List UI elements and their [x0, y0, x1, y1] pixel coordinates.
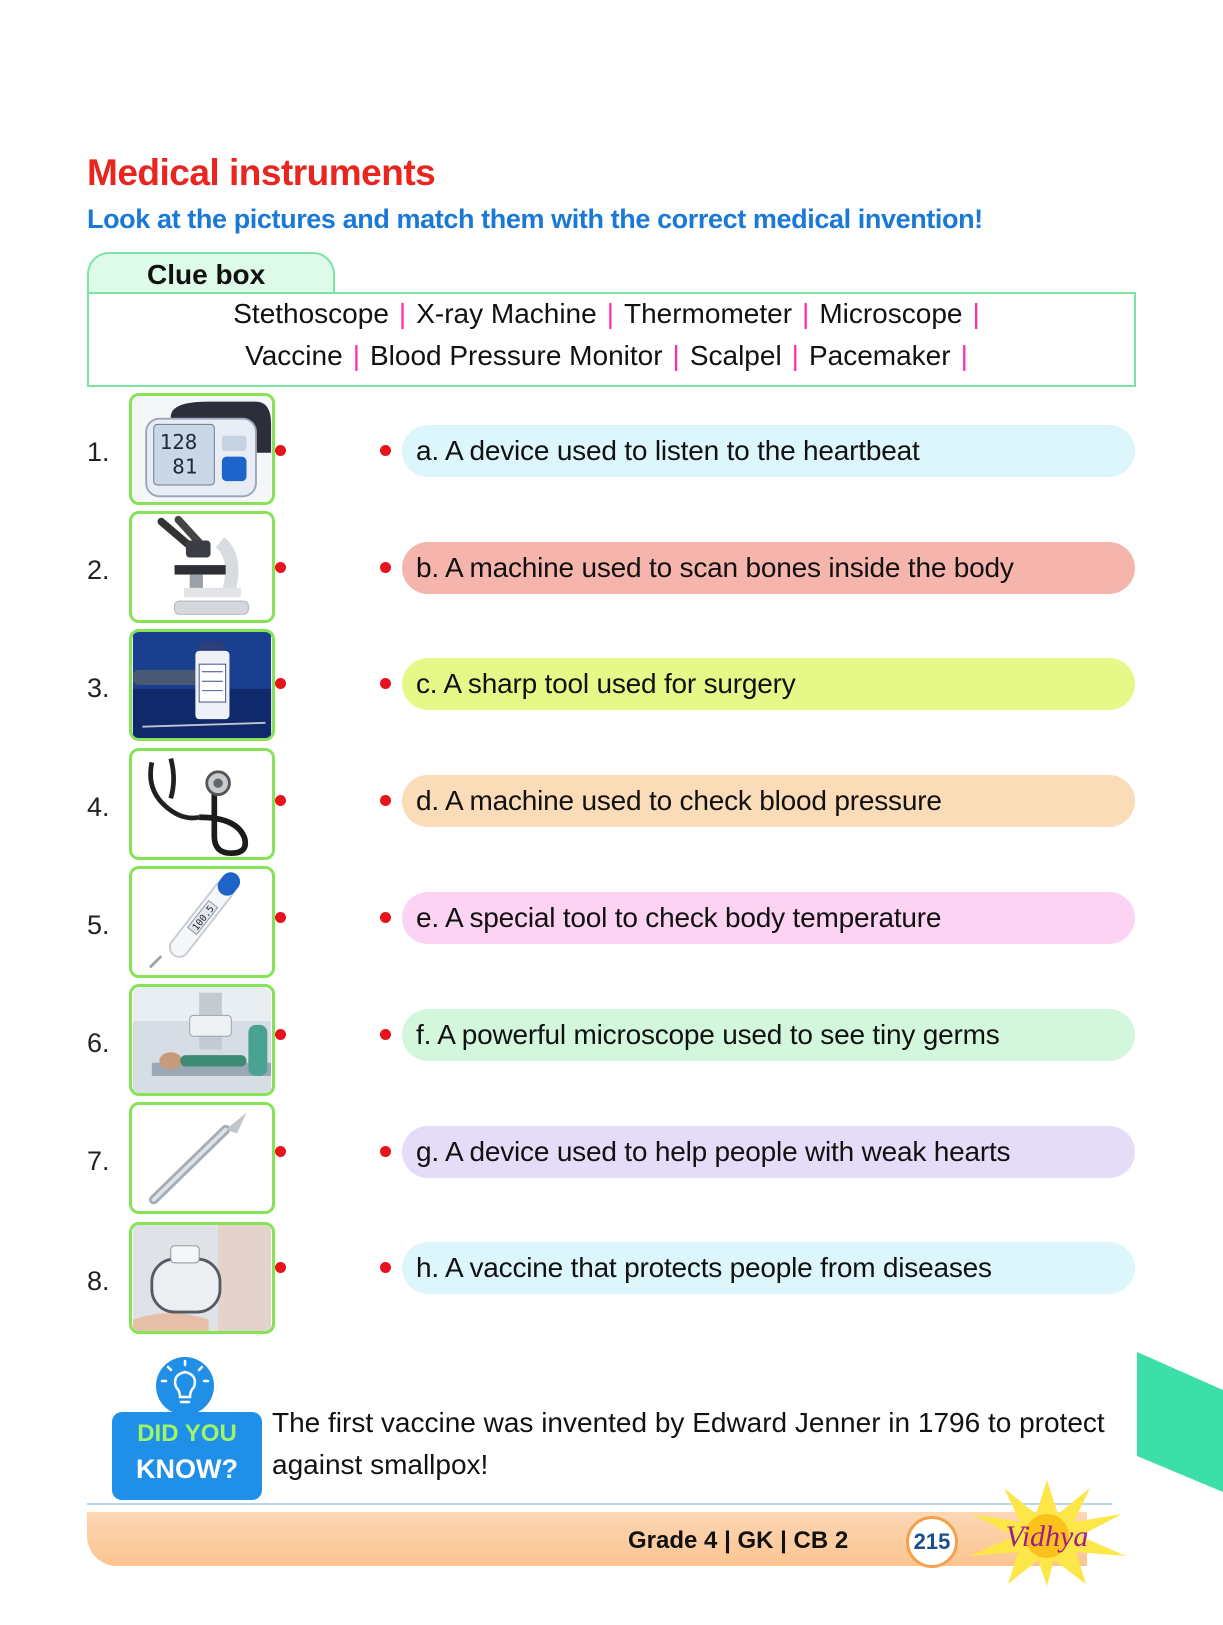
vidhya-logo-icon: Vidhya [970, 1480, 1126, 1586]
did-you-know-line1: DID YOU [137, 1420, 237, 1447]
clue-word: Pacemaker [808, 340, 951, 371]
clue-word: Vaccine [245, 340, 343, 371]
description-pill: f. A powerful microscope used to see tin… [402, 1009, 1135, 1061]
page-number: 215 [906, 1516, 958, 1568]
match-dot-right[interactable] [380, 912, 391, 923]
page-title: Medical instruments [87, 152, 436, 193]
microscope-picture [129, 511, 275, 623]
clue-box-label: Clue box [147, 259, 266, 290]
pacemaker-picture [129, 1222, 275, 1334]
match-dot-left[interactable] [275, 1262, 286, 1273]
description-pill: d. A machine used to check blood pressur… [402, 775, 1135, 827]
item-number: 2. [87, 555, 110, 585]
thermometer-picture: 100.5 [129, 866, 275, 978]
clue-word: Stethoscope [233, 298, 389, 329]
match-dot-left[interactable] [275, 1146, 286, 1157]
footer-rule [87, 1503, 1112, 1505]
description-pill: a. A device used to listen to the heartb… [402, 425, 1135, 477]
clue-separator: | [398, 298, 407, 329]
match-dot-right[interactable] [380, 445, 391, 456]
footer-grade: Grade 4 [628, 1527, 718, 1554]
clue-word: X-ray Machine [416, 298, 597, 329]
footer-book-info: Grade 4 | GK | CB 2 [628, 1527, 848, 1555]
xray-machine-picture [129, 984, 275, 1096]
match-dot-right[interactable] [380, 1029, 391, 1040]
clue-line-1: Stethoscope | X-ray Machine | Thermometer | Mi… [89, 298, 1134, 330]
stethoscope-picture [129, 748, 275, 860]
match-dot-right[interactable] [380, 678, 391, 689]
clue-separator: | [972, 298, 980, 329]
footer-subject: GK [737, 1527, 774, 1554]
item-number: 7. [87, 1146, 110, 1176]
clue-separator: | [791, 340, 799, 371]
match-dot-right[interactable] [380, 562, 391, 573]
description-pill: h. A vaccine that protects people from d… [402, 1242, 1135, 1294]
footer-separator: | [780, 1527, 794, 1554]
vaccine-picture [129, 629, 275, 741]
description-pill: b. A machine used to scan bones inside t… [402, 542, 1135, 594]
clue-word: Scalpel [689, 340, 782, 371]
clue-separator: | [960, 340, 968, 371]
blood-pressure-monitor-picture: 128 81 [129, 393, 275, 505]
clue-line-2: Vaccine | Blood Pressure Monitor | Scalpel | P… [89, 340, 1134, 372]
footer-book: CB 2 [793, 1527, 849, 1554]
description-pill: g. A device used to help people with wea… [402, 1126, 1135, 1178]
clue-separator: | [672, 340, 680, 371]
footer-separator: | [724, 1527, 738, 1554]
clue-word: Thermometer [623, 298, 793, 329]
match-dot-left[interactable] [275, 445, 286, 456]
monitor-diastolic: 81 [172, 455, 197, 479]
match-dot-left[interactable] [275, 678, 286, 689]
match-dot-left[interactable] [275, 1029, 286, 1040]
fun-fact-text: The first vaccine was invented by Edward… [272, 1407, 1105, 1480]
clue-separator: | [606, 298, 614, 329]
item-number: 6. [87, 1028, 110, 1058]
did-you-know-badge: DID YOU KNOW? [112, 1412, 262, 1500]
item-number: 4. [87, 792, 110, 822]
match-dot-left[interactable] [275, 562, 286, 573]
match-dot-right[interactable] [380, 1262, 391, 1273]
clue-word: Blood Pressure Monitor [369, 340, 663, 371]
side-tab-decoration [1137, 1352, 1223, 1492]
did-you-know-line2: KNOW? [136, 1454, 238, 1484]
clue-separator: | [802, 298, 810, 329]
item-number: 3. [87, 673, 110, 703]
match-dot-right[interactable] [380, 795, 391, 806]
clue-word: Microscope [819, 298, 963, 329]
clue-separator: | [352, 340, 360, 371]
description-pill: e. A special tool to check body temperat… [402, 892, 1135, 944]
scalpel-picture [129, 1102, 275, 1214]
clue-box-tab: Clue box [87, 252, 335, 294]
match-dot-left[interactable] [275, 795, 286, 806]
match-dot-right[interactable] [380, 1146, 391, 1157]
match-dot-left[interactable] [275, 912, 286, 923]
item-number: 8. [87, 1266, 110, 1296]
item-number: 1. [87, 437, 110, 467]
clue-box: Stethoscope | X-ray Machine | Thermometer | Mi… [87, 292, 1136, 387]
description-pill: c. A sharp tool used for surgery [402, 658, 1135, 710]
instruction-text: Look at the pictures and match them with… [87, 204, 983, 234]
lightbulb-icon [156, 1357, 214, 1415]
logo-text: Vidhya [1006, 1520, 1089, 1553]
item-number: 5. [87, 910, 110, 940]
monitor-systolic: 128 [160, 430, 198, 454]
